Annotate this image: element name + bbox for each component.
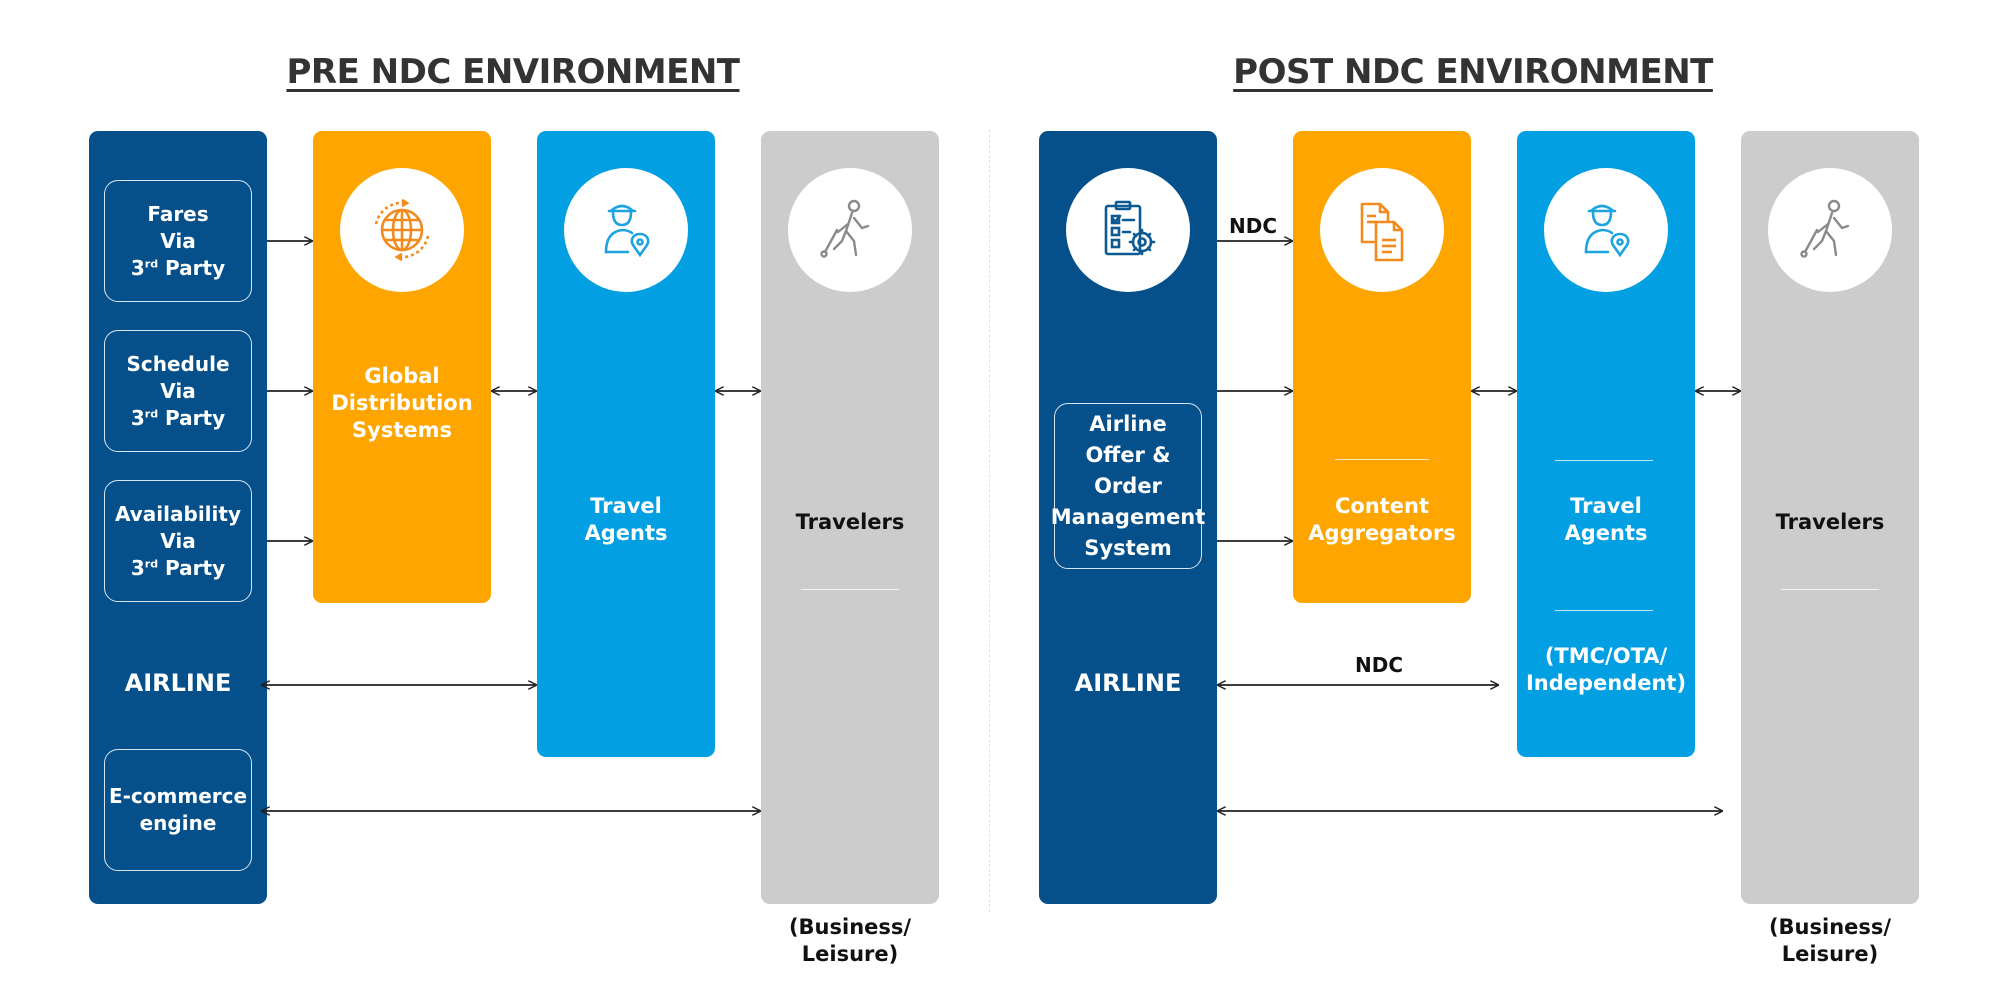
post-travelers-label: Travelers [1775,510,1885,534]
pre-ndc-title: PRE NDC ENVIRONMENT [286,52,740,92]
traveler-icon [788,168,912,292]
pre-airline-label: AIRLINE [124,669,232,697]
post-agents-divider-1 [1555,460,1653,461]
pre-travelers-divider [801,589,899,590]
post-travelers-divider [1781,589,1879,590]
post-ndc-title: POST NDC ENVIRONMENT [1233,52,1713,92]
pre-travelers-column: Travelers (Business/Leisure) [761,131,939,966]
traveler-icon [1768,168,1892,292]
post-airline-label: AIRLINE [1074,669,1182,697]
ndc-label-top: NDC [1228,214,1278,238]
pre-travelers-sublabel: (Business/Leisure) [788,915,912,966]
documents-icon [1320,168,1444,292]
travel-agent-icon [1544,168,1668,292]
post-travelers-sublabel: (Business/Leisure) [1768,915,1892,966]
post-travelers-column: Travelers (Business/Leisure) [1741,131,1919,966]
post-aggregators-divider [1335,459,1429,460]
pre-travelers-label: Travelers [795,510,905,534]
travel-agent-icon [564,168,688,292]
post-agents-divider-2 [1555,610,1653,611]
checklist-gear-icon [1066,168,1190,292]
ndc-label-bottom: NDC [1354,653,1404,677]
section-divider [989,130,990,912]
globe-icon [340,168,464,292]
post-agents-sublabel: (TMC/OTA/Independent) [1525,644,1687,695]
